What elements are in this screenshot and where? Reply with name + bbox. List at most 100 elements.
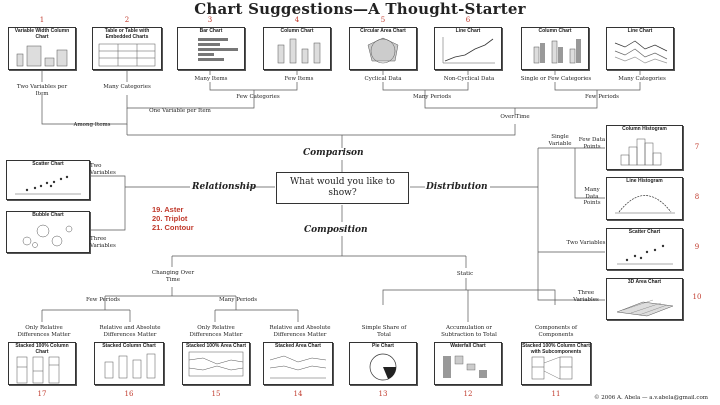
chart-title: Column Chart — [538, 28, 572, 34]
label-over-time: Over Time — [500, 114, 530, 120]
label-many-data-points: Many Data Points — [583, 187, 601, 206]
variable-width-column-icon — [16, 45, 68, 67]
category-distribution: Distribution — [426, 182, 488, 192]
label-one-variable-per-item: One Variable per Item — [149, 108, 211, 114]
chart-title: Table or Table with Embedded Charts — [104, 28, 150, 40]
chart-circular-area: Circular Area Chart — [349, 27, 417, 70]
chart-scatter-left: Scatter Chart — [6, 160, 90, 200]
chart-number-2: 2 — [124, 16, 130, 24]
chart-number-3: 3 — [207, 16, 213, 24]
page-title: Chart Suggestions—A Thought-Starter — [194, 0, 526, 18]
multi-line-icon — [614, 40, 668, 63]
chart-title: Pie Chart — [372, 343, 394, 349]
chart-line-histogram: Line Histogram — [606, 177, 683, 220]
chart-title: Stacked Column Chart — [102, 343, 156, 349]
chart-stacked-column: Stacked Column Chart — [94, 342, 164, 385]
chart-3d-area: 3D Area Chart — [606, 278, 683, 320]
chart-stacked-area: Stacked Area Chart — [263, 342, 333, 385]
stacked-column-icon — [104, 353, 156, 378]
chart-title: Stacked 100% Area Chart — [185, 343, 247, 349]
label-two-variables-right: Two Variables — [566, 240, 606, 246]
label-three-variables-left: Three Variables — [90, 236, 116, 249]
bar-chart-icon — [198, 37, 238, 61]
chart-bubble: Bubble Chart — [6, 211, 90, 253]
label-many-categories-2: Many Categories — [618, 76, 666, 82]
chart-stacked-100-area: Stacked 100% Area Chart — [182, 342, 250, 385]
label-single-or-few-categories: Single or Few Categories — [520, 76, 592, 82]
category-comparison: Comparison — [303, 148, 364, 158]
chart-scatter-right: Scatter Chart — [606, 228, 683, 270]
chart-number-6: 6 — [465, 16, 471, 24]
stacked-subcomponents-icon — [531, 356, 573, 380]
copyright-footer: © 2006 A. Abela — a.v.abela@gmail.com — [594, 395, 708, 401]
label-relative-absolute-2: Relative and Absolute Differences Matter — [269, 325, 331, 338]
label-only-relative-1: Only Relative Differences Matter — [17, 325, 71, 338]
chart-pie: Pie Chart — [349, 342, 417, 385]
column-chart-icon — [277, 38, 321, 63]
scatter-chart-icon — [15, 175, 81, 194]
chart-number-17: 17 — [37, 390, 47, 398]
other-chart-aster: 19. Aster — [152, 205, 184, 214]
chart-number-5: 5 — [380, 16, 386, 24]
label-few-periods: Few Periods — [585, 94, 619, 100]
label-single-variable: Single Variable — [548, 134, 572, 147]
chart-title: Stacked 100% Column Chart with Subcompon… — [522, 343, 590, 355]
chart-title: Waterfall Chart — [450, 343, 486, 349]
chart-number-8: 8 — [694, 193, 700, 201]
chart-stacked-100-column: Stacked 100% Column Chart — [8, 342, 76, 385]
chart-variable-width-column: Variable Width Column Chart — [8, 27, 76, 70]
chart-bar: Bar Chart — [177, 27, 245, 70]
label-cyclical-data: Cyclical Data — [364, 76, 402, 82]
stacked-100-area-icon — [188, 351, 244, 376]
category-relationship: Relationship — [192, 182, 256, 192]
chart-title: Scatter Chart — [628, 229, 661, 235]
label-relative-absolute-1: Relative and Absolute Differences Matter — [99, 325, 161, 338]
label-few-items: Few Items — [284, 76, 314, 82]
chart-column-histogram: Column Histogram — [606, 125, 683, 170]
chart-title: 3D Area Chart — [627, 279, 662, 285]
label-few-data-points: Few Data Points — [578, 137, 606, 150]
chart-title: Stacked Area Chart — [275, 343, 321, 349]
chart-number-9: 9 — [694, 243, 700, 251]
label-accumulation: Accumulation or Subtraction to Total — [441, 325, 497, 338]
chart-title: Stacked 100% Column Chart — [15, 343, 69, 355]
chart-column-few: Column Chart — [521, 27, 589, 70]
chart-title: Bar Chart — [199, 28, 223, 34]
chart-number-10: 10 — [692, 293, 702, 301]
chart-number-15: 15 — [211, 390, 221, 398]
chart-title: Column Histogram — [622, 126, 667, 132]
chart-title: Line Chart — [455, 28, 481, 34]
chart-number-7: 7 — [694, 143, 700, 151]
label-many-categories: Many Categories — [103, 84, 151, 90]
scatter-chart-icon — [617, 244, 673, 264]
label-static: Static — [456, 271, 474, 277]
stacked-area-icon — [269, 355, 327, 378]
stacked-100-column-icon — [16, 356, 60, 384]
other-chart-contour: 21. Contour — [152, 223, 194, 232]
other-chart-triplot: 20. Triplot — [152, 214, 188, 223]
column-histogram-icon — [620, 138, 662, 165]
waterfall-chart-icon — [443, 355, 487, 378]
label-three-variables-right: Three Variables — [573, 290, 599, 303]
3d-area-icon — [616, 299, 674, 316]
bubble-chart-icon — [22, 224, 73, 248]
chart-title: Variable Width Column Chart — [14, 28, 70, 40]
table-icon — [98, 43, 156, 67]
chart-column: Column Chart — [263, 27, 331, 70]
chart-title: Bubble Chart — [32, 212, 64, 218]
chart-line: Line Chart — [434, 27, 502, 70]
line-histogram-icon — [615, 194, 675, 213]
label-many-items: Many Items — [194, 76, 228, 82]
label-two-variables-per-item: Two Variables per Item — [16, 84, 68, 97]
chart-number-4: 4 — [294, 16, 300, 24]
chart-stacked-100-column-subcomponents: Stacked 100% Column Chart with Subcompon… — [521, 342, 591, 385]
central-question-box: What would you like to show? — [276, 172, 409, 204]
label-few-categories: Few Categories — [236, 94, 280, 100]
chart-number-14: 14 — [293, 390, 303, 398]
chart-number-11: 11 — [551, 390, 561, 398]
chart-table-embedded: Table or Table with Embedded Charts — [92, 27, 162, 70]
chart-number-12: 12 — [463, 390, 473, 398]
label-changing-over-time: Changing Over Time — [151, 270, 195, 283]
